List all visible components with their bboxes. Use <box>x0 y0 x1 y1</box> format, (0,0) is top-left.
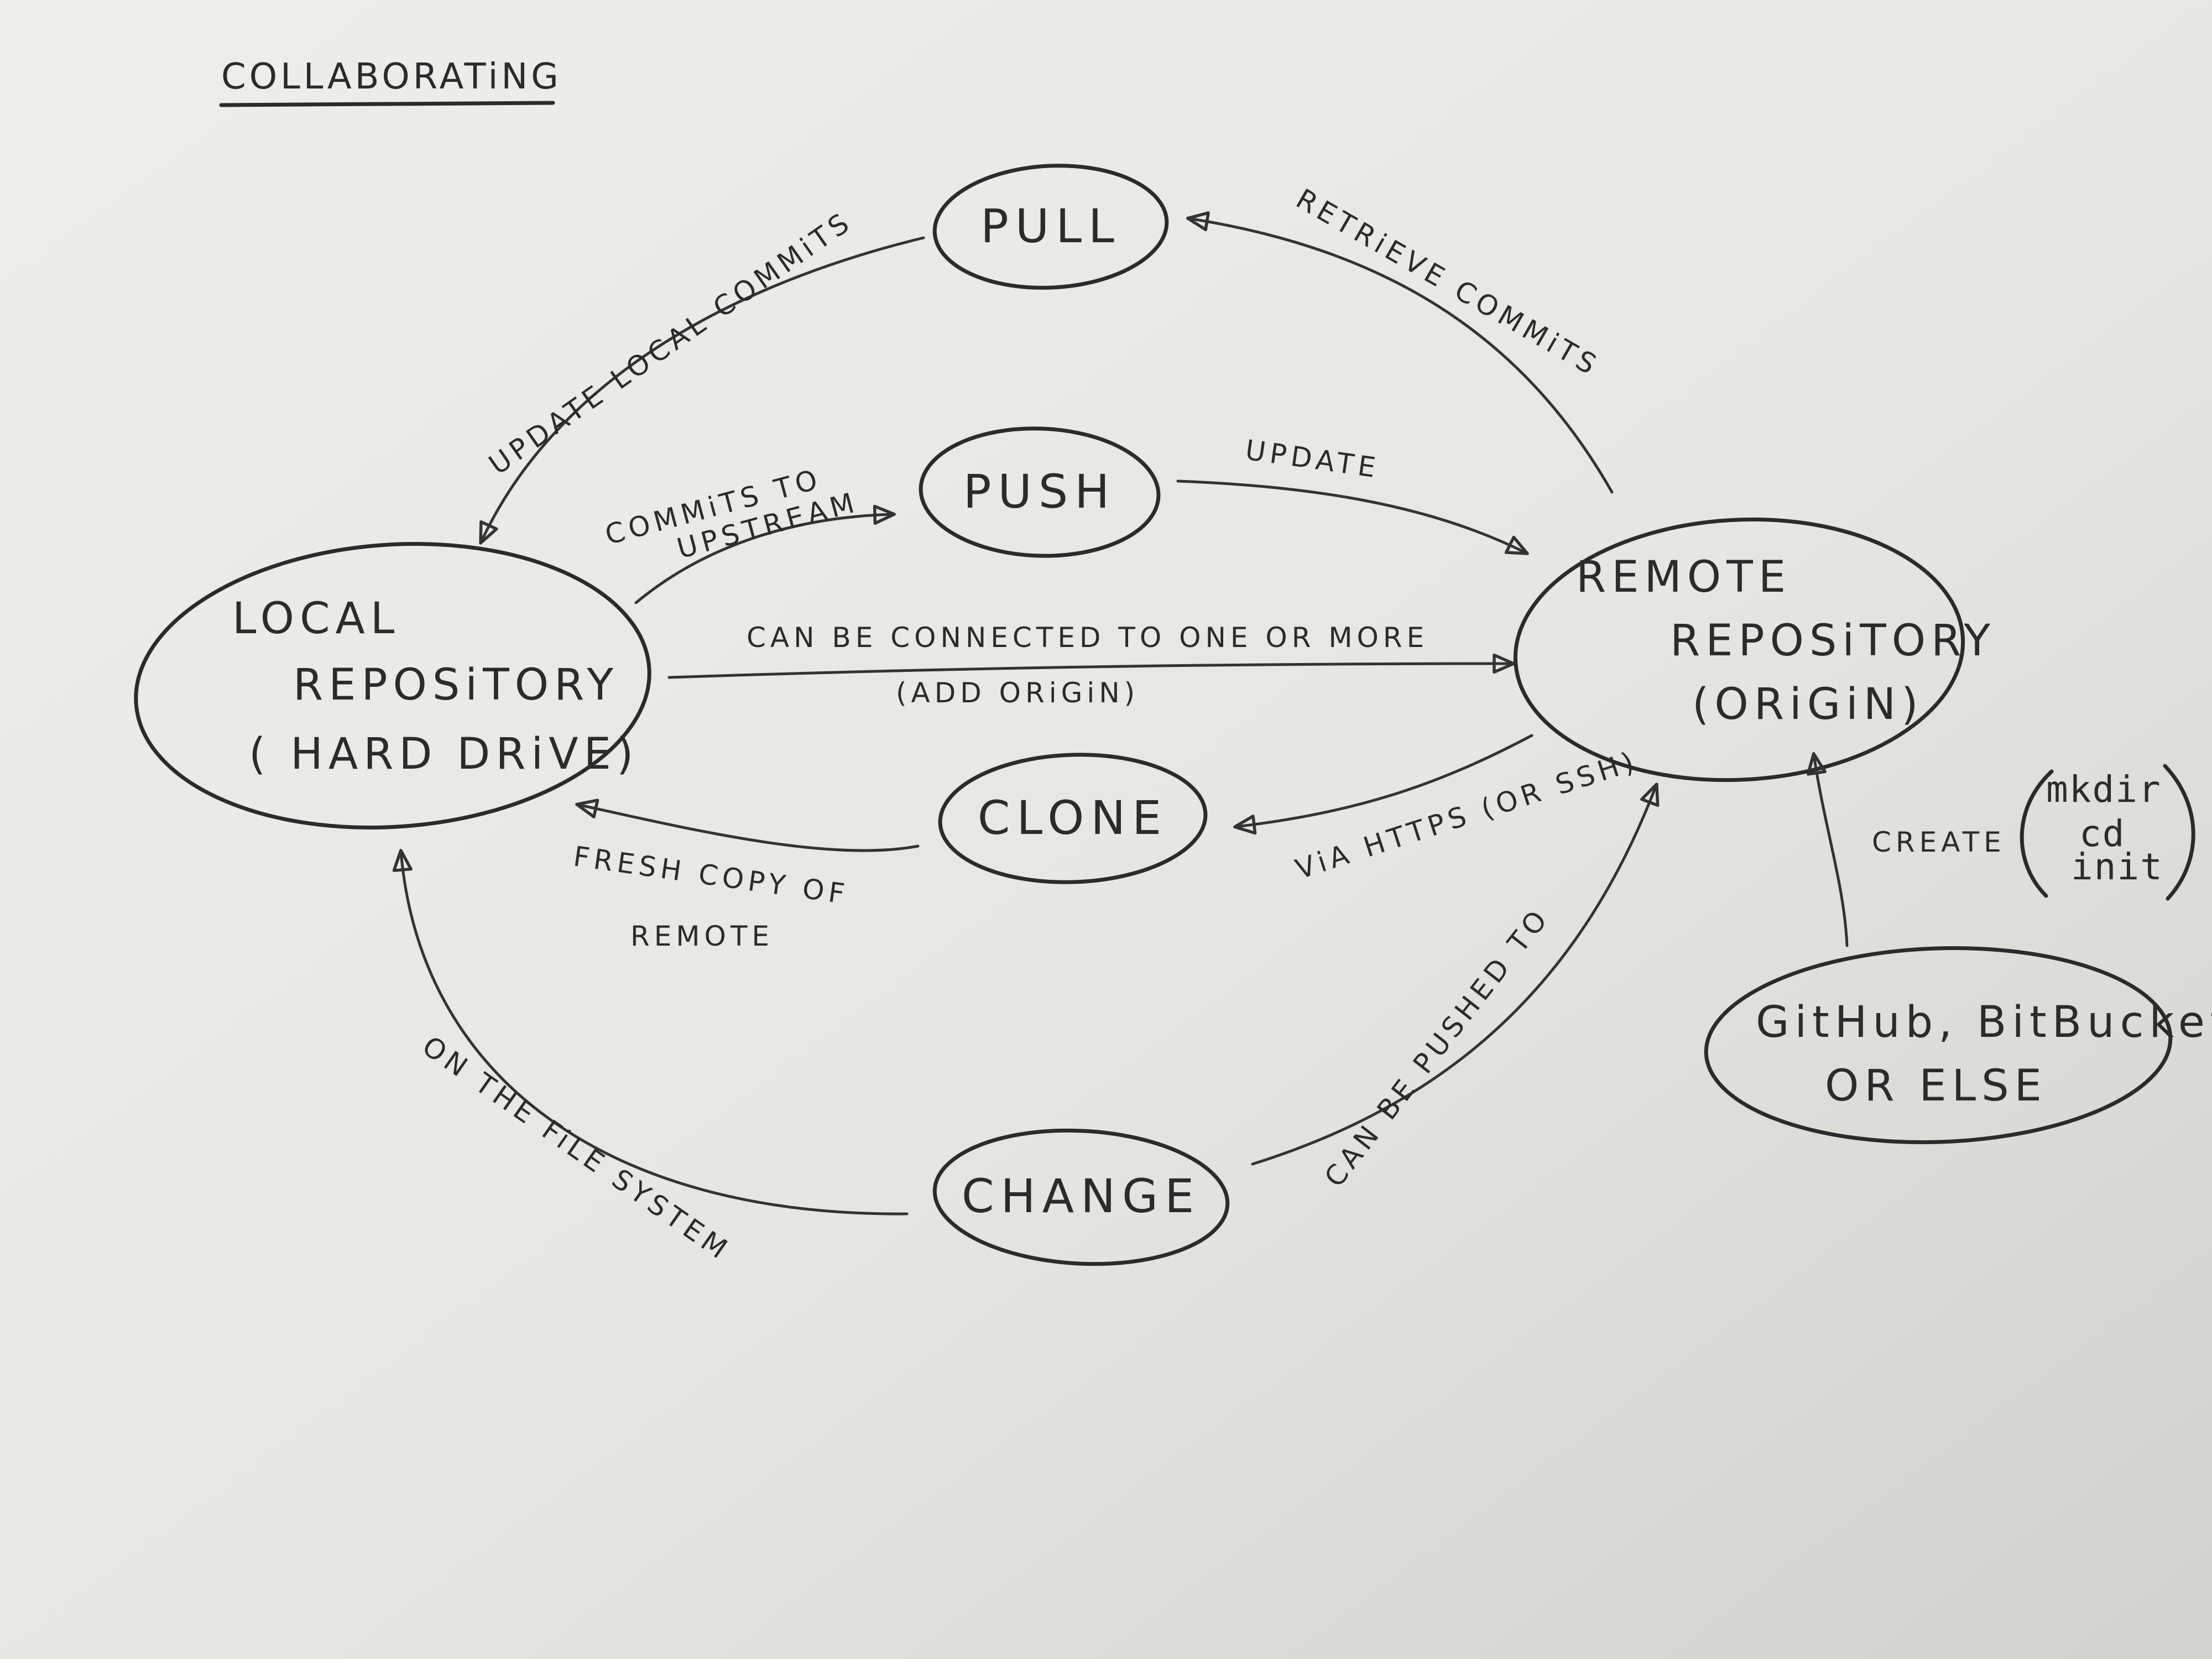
remote-line-3: (ORiGiN) <box>1692 680 1924 729</box>
label-connected-1: CAN BE CONNECTED TO ONE OR MORE <box>747 622 1428 654</box>
remote-line-1: REMOTE <box>1576 552 1791 602</box>
node-change-label: CHANGE <box>962 1169 1201 1223</box>
label-create: CREATE <box>1872 826 2006 858</box>
node-hosting-service: GitHub, BitBucket OR ELSE <box>1704 946 2212 1145</box>
label-connected-2: (ADD ORiGiN) <box>896 677 1139 709</box>
remote-line-2: REPOSiTORY <box>1670 616 1996 666</box>
diagram-title: COLLABORATiNG <box>219 56 562 107</box>
local-line-1: LOCAL <box>232 594 400 644</box>
title-text: COLLABORATiNG <box>221 56 562 97</box>
command-init: init <box>2071 846 2163 888</box>
node-local-repository: LOCAL REPOSiTORY ( HARD DRiVE) <box>134 542 651 830</box>
node-pull-label: PULL <box>980 199 1121 253</box>
edge-local-to-remote: CAN BE CONNECTED TO ONE OR MORE (ADD ORi… <box>667 622 1515 709</box>
edge-hosting-to-remote: CREATE <box>1806 752 2006 947</box>
label-fresh-copy-2: REMOTE <box>630 920 774 952</box>
node-remote-repository: REMOTE REPOSiTORY (ORiGiN) <box>1513 517 1996 782</box>
hosting-line-1: GitHub, BitBucket <box>1756 998 2212 1047</box>
node-clone-label: CLONE <box>978 791 1168 845</box>
node-pull: PULL <box>932 164 1169 290</box>
command-mkdir: mkdir <box>2046 768 2162 811</box>
local-line-2: REPOSiTORY <box>293 660 619 710</box>
command-cd: cd <box>2079 812 2125 855</box>
node-clone: CLONE <box>938 753 1208 884</box>
node-change: CHANGE <box>932 1128 1230 1266</box>
local-line-3: ( HARD DRiVE) <box>249 729 639 779</box>
hosting-line-2: OR ELSE <box>1825 1061 2047 1111</box>
node-push: PUSH <box>919 426 1161 558</box>
node-push-label: PUSH <box>963 465 1117 519</box>
create-commands: mkdir cd init <box>2020 764 2195 901</box>
